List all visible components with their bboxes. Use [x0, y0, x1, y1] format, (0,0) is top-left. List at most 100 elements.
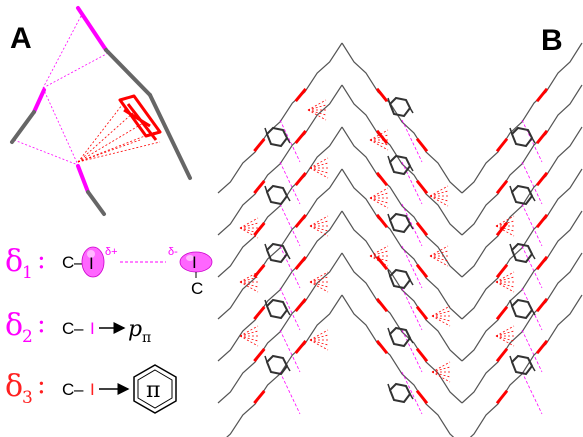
delta3-bond: –	[74, 380, 84, 399]
ring-substituent	[409, 223, 414, 230]
pi-contact	[495, 281, 515, 293]
iodine-bond	[415, 137, 429, 153]
delta2-carbon: C	[62, 319, 74, 338]
ring-substituent	[531, 137, 536, 144]
delta2-bond: –	[74, 319, 84, 338]
pi-contact	[429, 190, 449, 197]
halogen-contact	[279, 203, 301, 247]
pi-contact	[309, 215, 329, 227]
ring-substituent	[387, 155, 391, 163]
pi-contact	[369, 139, 389, 146]
halogen-contact	[279, 329, 301, 373]
iodine-bond	[495, 347, 509, 363]
halogen-contact	[401, 203, 423, 247]
halogen-contact	[521, 203, 543, 247]
pi-contact	[369, 197, 389, 209]
crystal-packing-lattice	[217, 42, 583, 437]
pi-contact	[369, 255, 389, 267]
pi-contact	[307, 109, 327, 121]
delta1-symbol: δ	[5, 244, 23, 279]
ring-substituent	[264, 299, 268, 307]
benzene-ring-icon	[510, 298, 534, 320]
pi-contact	[369, 187, 389, 199]
pi-contact	[309, 167, 329, 179]
iodine-bond	[294, 339, 307, 355]
pi-contact	[431, 371, 451, 378]
pi-contact	[309, 167, 329, 174]
ring-substituent	[387, 327, 391, 335]
iodine-bond	[415, 347, 429, 363]
pi-contact	[369, 250, 389, 257]
delta2-symbol: δ	[5, 308, 23, 343]
delta1-carbon: C	[62, 253, 74, 272]
pi-contact	[239, 335, 259, 342]
pi-contact	[239, 276, 259, 283]
ring-substituent	[531, 195, 536, 202]
pi-contact	[431, 366, 451, 373]
chain-segment	[217, 42, 343, 194]
chain-segment	[461, 126, 583, 278]
delta2-subscript: 2	[22, 327, 33, 347]
pi-contact	[429, 250, 449, 257]
iodine-bond	[535, 171, 549, 187]
ring-substituent	[409, 337, 414, 344]
chain-segment	[461, 84, 583, 236]
delta1-iodine-highlight	[87, 250, 95, 258]
iodine-bond	[253, 221, 266, 237]
delta2-iodine: I	[90, 319, 95, 338]
pi-contact	[369, 139, 389, 151]
iodine-bond	[294, 297, 307, 313]
pi-contact	[431, 305, 451, 317]
pi-contact	[239, 335, 259, 347]
iodine-bond	[415, 389, 429, 405]
iodine-bond	[535, 297, 549, 313]
pi-contact	[309, 220, 329, 227]
delta1-iodine: I	[89, 254, 94, 273]
ring-substituent	[509, 185, 513, 193]
iodine-bond	[535, 87, 549, 103]
benzene-ring-icon	[388, 382, 412, 404]
pi-contact	[239, 281, 259, 293]
chain-segment	[341, 252, 463, 404]
pi-contact	[309, 271, 329, 283]
iodine-bond	[535, 129, 549, 145]
halogen-contact	[521, 161, 543, 205]
pi-contact	[239, 330, 259, 337]
ring-substituent	[509, 299, 513, 307]
benzene-ring-icon	[265, 298, 289, 320]
pi-contact	[495, 325, 515, 337]
pi-contact	[239, 217, 259, 229]
pi-contact	[309, 225, 329, 232]
pi-contact	[307, 104, 327, 111]
pi-contact	[309, 329, 329, 341]
delta3-carbon: C	[62, 380, 74, 399]
halogen-contact	[521, 287, 543, 331]
benzene-ring-icon	[388, 212, 412, 234]
delta1-colon: :	[37, 245, 46, 275]
pi-contact	[429, 245, 449, 257]
iodine-bond	[415, 263, 429, 279]
pi-contact	[369, 245, 389, 257]
halogen-contact	[279, 371, 301, 415]
ring-substituent	[509, 243, 513, 251]
pi-contact	[431, 315, 451, 322]
delta1-acceptor-highlight	[186, 255, 194, 261]
halogen-contact	[279, 119, 301, 163]
pi-contact	[495, 335, 515, 342]
iodine-bond	[375, 297, 389, 313]
pi-contact	[495, 271, 515, 283]
pi-contact	[429, 195, 449, 207]
ring-substituent	[531, 309, 536, 316]
delta1-delta-plus: δ+	[105, 246, 118, 258]
pi-contact	[429, 255, 449, 267]
halogen-contact	[401, 245, 423, 289]
benzene-ring-icon	[265, 354, 289, 376]
pi-contact	[309, 276, 329, 283]
pi-contact	[309, 281, 329, 288]
pi-contact	[429, 195, 449, 202]
iodine-bond	[253, 137, 266, 153]
legend-delta2: δ 2 : C – I p π	[5, 308, 151, 347]
iodine-bond	[495, 305, 509, 321]
chain-segment	[341, 84, 463, 236]
